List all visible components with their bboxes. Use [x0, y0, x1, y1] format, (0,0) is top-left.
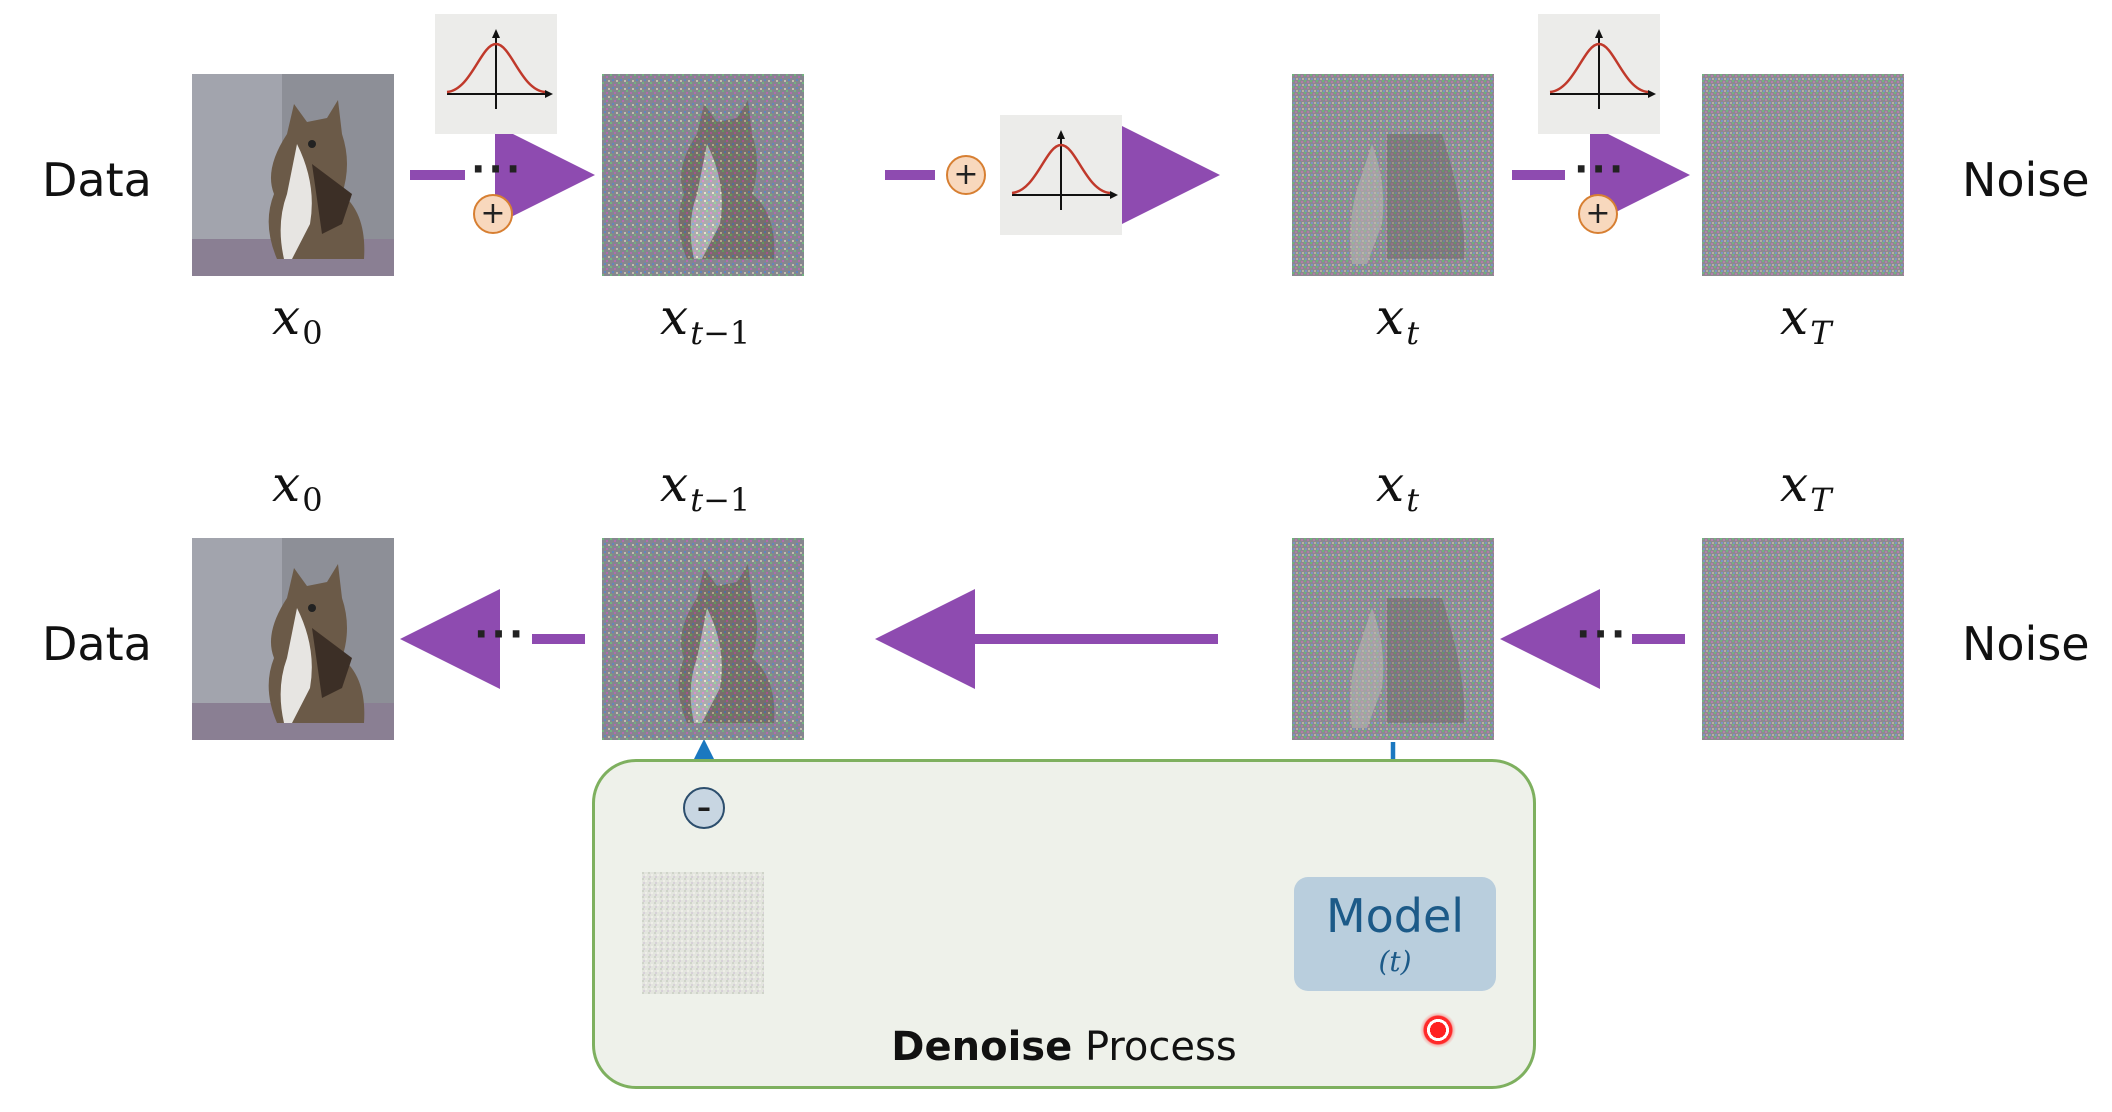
model-block: Model (t)	[1294, 877, 1496, 991]
model-label: Model	[1325, 889, 1465, 943]
gaussian-curve-icon	[1011, 130, 1118, 210]
forward-xt-label: xt	[1376, 288, 1420, 352]
forward-xt1-label: xt−1	[660, 288, 751, 352]
denoise-title-bold: Denoise	[891, 1024, 1073, 1070]
reverse-xt-label: xt	[1376, 455, 1420, 519]
reverse-dots-1: ···	[474, 612, 527, 656]
predicted-noise-texture	[642, 872, 764, 994]
reverse-xT-image	[1702, 538, 1904, 740]
forward-noise-label: Noise	[1962, 153, 2090, 207]
cat-heavynoise-image	[1292, 538, 1494, 740]
forward-gaussian-3	[1538, 14, 1660, 134]
denoise-process-title: Denoise Process	[592, 1024, 1536, 1070]
reverse-x0-image	[192, 538, 394, 740]
forward-dots-1: ···	[471, 147, 524, 191]
subtract-operator: –	[683, 787, 725, 829]
forward-plus-3: +	[1578, 194, 1618, 234]
cat-heavynoise-image	[1292, 74, 1494, 276]
forward-x0-label: x0	[272, 288, 323, 352]
forward-xT-image	[1702, 74, 1904, 276]
forward-x0-image	[192, 74, 394, 276]
pure-noise-image	[1702, 74, 1904, 276]
forward-data-label: Data	[42, 153, 152, 207]
reverse-xt-image	[1292, 538, 1494, 740]
gaussian-curve-icon	[446, 29, 553, 109]
forward-plus-2: +	[946, 155, 986, 195]
pure-noise-image	[1702, 538, 1904, 740]
forward-gaussian-1	[435, 14, 557, 134]
model-timestep-label: (t)	[1378, 945, 1412, 978]
cat-clean-image	[192, 538, 394, 740]
reverse-data-label: Data	[42, 617, 152, 671]
forward-plus-1: +	[473, 194, 513, 234]
pointer-cursor-icon	[1420, 1012, 1456, 1048]
forward-xT-label: xT	[1780, 288, 1832, 352]
cat-lightnoise-image	[602, 74, 804, 276]
cat-lightnoise-image	[602, 538, 804, 740]
predicted-noise-image	[642, 872, 764, 994]
denoise-title-rest: Process	[1072, 1024, 1237, 1070]
reverse-x0-label: x0	[272, 455, 323, 519]
forward-gaussian-2	[1000, 115, 1122, 235]
gaussian-curve-icon	[1549, 29, 1656, 109]
forward-dots-2: ···	[1574, 147, 1627, 191]
forward-xt-image	[1292, 74, 1494, 276]
forward-xt1-image	[602, 74, 804, 276]
cat-clean-image	[192, 74, 394, 276]
reverse-noise-label: Noise	[1962, 617, 2090, 671]
reverse-xt1-image	[602, 538, 804, 740]
reverse-xt1-label: xt−1	[660, 455, 751, 519]
reverse-xT-label: xT	[1780, 455, 1832, 519]
reverse-dots-2: ···	[1576, 612, 1629, 656]
